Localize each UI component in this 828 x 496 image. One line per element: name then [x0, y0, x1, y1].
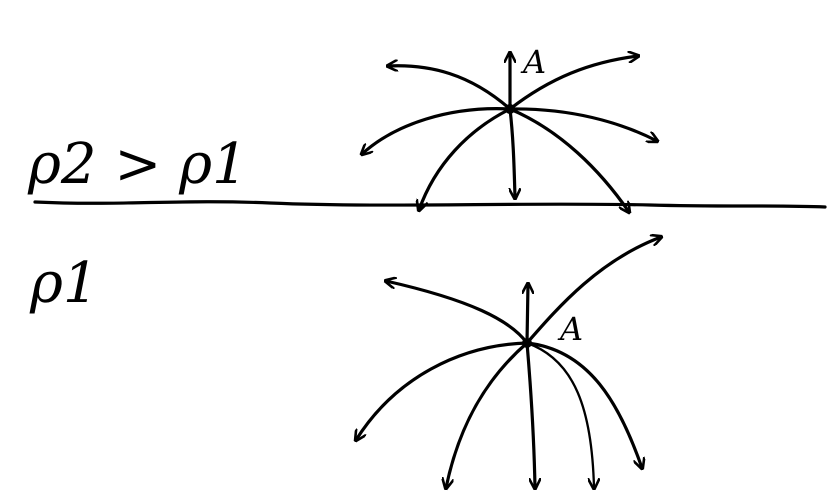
upper-arrow-down-right	[508, 107, 629, 212]
lower-arrow-down-left	[446, 341, 529, 488]
lower-arrow-down-right	[525, 341, 594, 488]
upper-point-label: A	[520, 43, 546, 81]
upper-arrow-up-right	[508, 56, 638, 111]
lower-arrow-up	[527, 284, 528, 345]
lower-point-label: A	[557, 310, 583, 348]
upper-region-label: ρ2 > ρ1	[27, 132, 248, 197]
upper-arrow-right	[508, 107, 657, 141]
lower-region-label: ρ1	[29, 251, 99, 316]
lower-arrow-down	[525, 341, 535, 488]
upper-arrow-left	[362, 107, 512, 154]
lower-arrow-up-left	[386, 281, 529, 345]
lower-arrow-left-down	[356, 341, 529, 440]
lower-arrow-up-right	[525, 237, 661, 345]
upper-arrow-up-left	[388, 66, 512, 111]
upper-arrow-down-short	[508, 107, 515, 198]
lower-arrow-right-down	[525, 341, 642, 468]
boundary-line	[33, 200, 827, 209]
upper-arrow-down-left	[419, 107, 512, 210]
